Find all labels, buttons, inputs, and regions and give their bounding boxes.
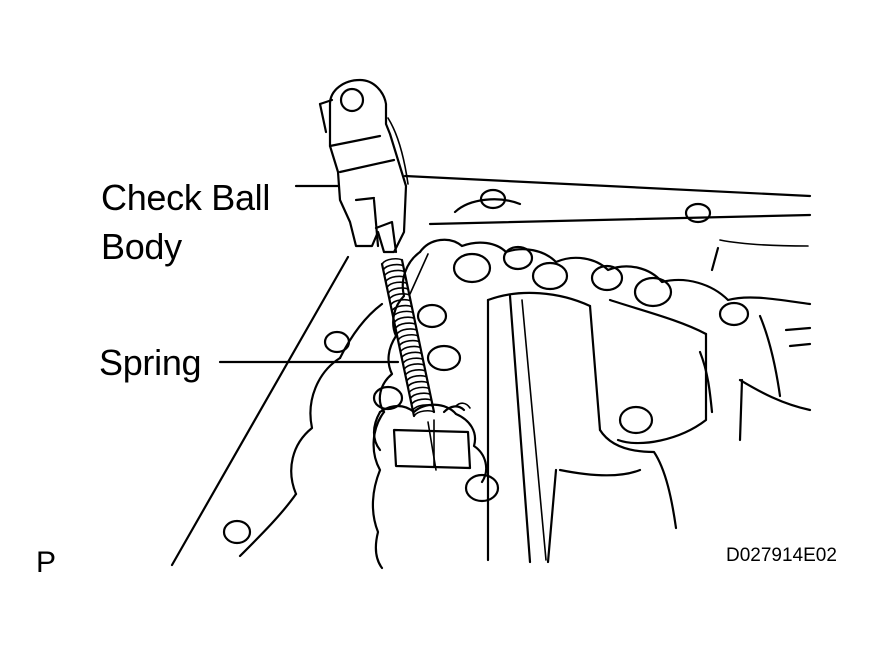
spring-coil-turn: [410, 398, 433, 406]
spring-coil-turn: [411, 404, 434, 411]
spring-coil-turn: [387, 287, 409, 295]
spring-coil-turn: [381, 258, 403, 265]
valve-body-holes: [222, 188, 750, 545]
spring-coil-turn: [413, 410, 435, 417]
valve-body-plate-outline: [170, 174, 812, 567]
view-mark: P: [36, 546, 57, 579]
spring-coil-turn: [384, 275, 407, 283]
spring-coil-turn: [399, 345, 422, 353]
spring-coil-turn: [386, 281, 408, 289]
check-ball-body-label-line1: Check Ball: [101, 177, 271, 218]
spring-coil-turn: [391, 304, 413, 312]
spring-edge: [400, 258, 436, 414]
spring-coil-turn: [394, 322, 417, 330]
check-ball-body-label-line2: Body: [101, 226, 182, 267]
spring-coil-turn: [407, 380, 429, 388]
spring-coil-turn: [388, 293, 411, 300]
spring-coil-turn: [404, 369, 427, 376]
spring-coil-turn: [395, 328, 418, 335]
spring-coil-turn: [402, 357, 424, 365]
figure-code: D027914E02: [726, 545, 837, 566]
spring-coil-turn: [389, 298, 412, 306]
spring-coil-turn: [398, 339, 421, 347]
spring-seat-boss: [372, 402, 488, 484]
spring-coil-turn: [393, 316, 416, 324]
spring-coil-turn: [383, 269, 406, 277]
check-ball-body-part: [318, 78, 409, 254]
spring-coil-turn: [400, 351, 423, 359]
spring-coil-turn: [403, 363, 425, 371]
valve-body-inner-outline: [238, 238, 812, 570]
spring-coil: [380, 258, 436, 418]
callout-leader-lines: [218, 184, 400, 364]
spring-coil-turn: [409, 392, 432, 400]
valve-body-channels: [409, 239, 812, 564]
spring-label: Spring: [99, 342, 202, 383]
spring-axis-line: [427, 421, 437, 471]
spring-coil-turn: [392, 310, 414, 318]
spring-edge: [380, 262, 416, 418]
spring-coil-turn: [405, 374, 428, 382]
spring-coil-turn: [397, 334, 419, 341]
spring-coil-turn: [382, 263, 405, 271]
spring-coil-turn: [408, 386, 430, 394]
